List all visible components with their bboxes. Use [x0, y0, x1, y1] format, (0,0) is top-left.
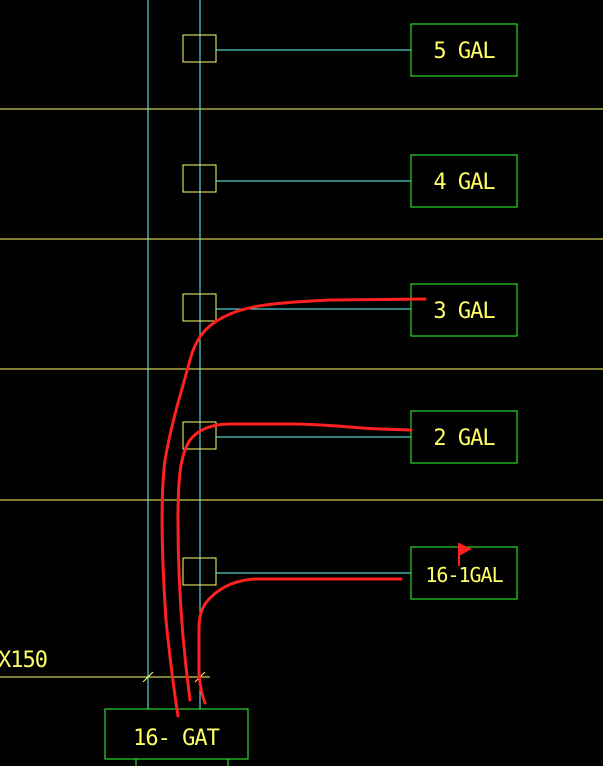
panel-label: 5 GAL [433, 39, 495, 64]
floor-panel-4[interactable]: 4 GAL [410, 154, 518, 208]
main-panel-label: 16- GAT [133, 726, 219, 751]
panel-label: 2 GAL [433, 426, 495, 451]
markup-cable-to-2 [176, 422, 413, 702]
riser-tick [142, 671, 154, 683]
markup-cable-to-1 [197, 577, 403, 705]
junction-box-5[interactable] [182, 34, 217, 63]
cable-spec-label: X150 [0, 648, 47, 673]
floor-panel-5[interactable]: 5 GAL [410, 23, 518, 77]
junction-box-2[interactable] [182, 421, 217, 450]
panel-label: 16-1GAL [425, 563, 503, 587]
flag-marker-icon[interactable] [458, 543, 472, 566]
panel-label: 4 GAL [433, 170, 495, 195]
floor-panel-3[interactable]: 3 GAL [410, 283, 518, 337]
floor-panel-1[interactable]: 16-1GAL [410, 546, 518, 600]
junction-box-1[interactable] [182, 557, 217, 586]
junction-box-4[interactable] [182, 164, 217, 193]
floor-panel-2[interactable]: 2 GAL [410, 410, 518, 464]
markup-cable-to-3 [160, 297, 427, 718]
main-panel[interactable]: 16- GAT [104, 708, 249, 766]
junction-box-3[interactable] [182, 293, 217, 322]
panel-label: 3 GAL [433, 299, 495, 324]
